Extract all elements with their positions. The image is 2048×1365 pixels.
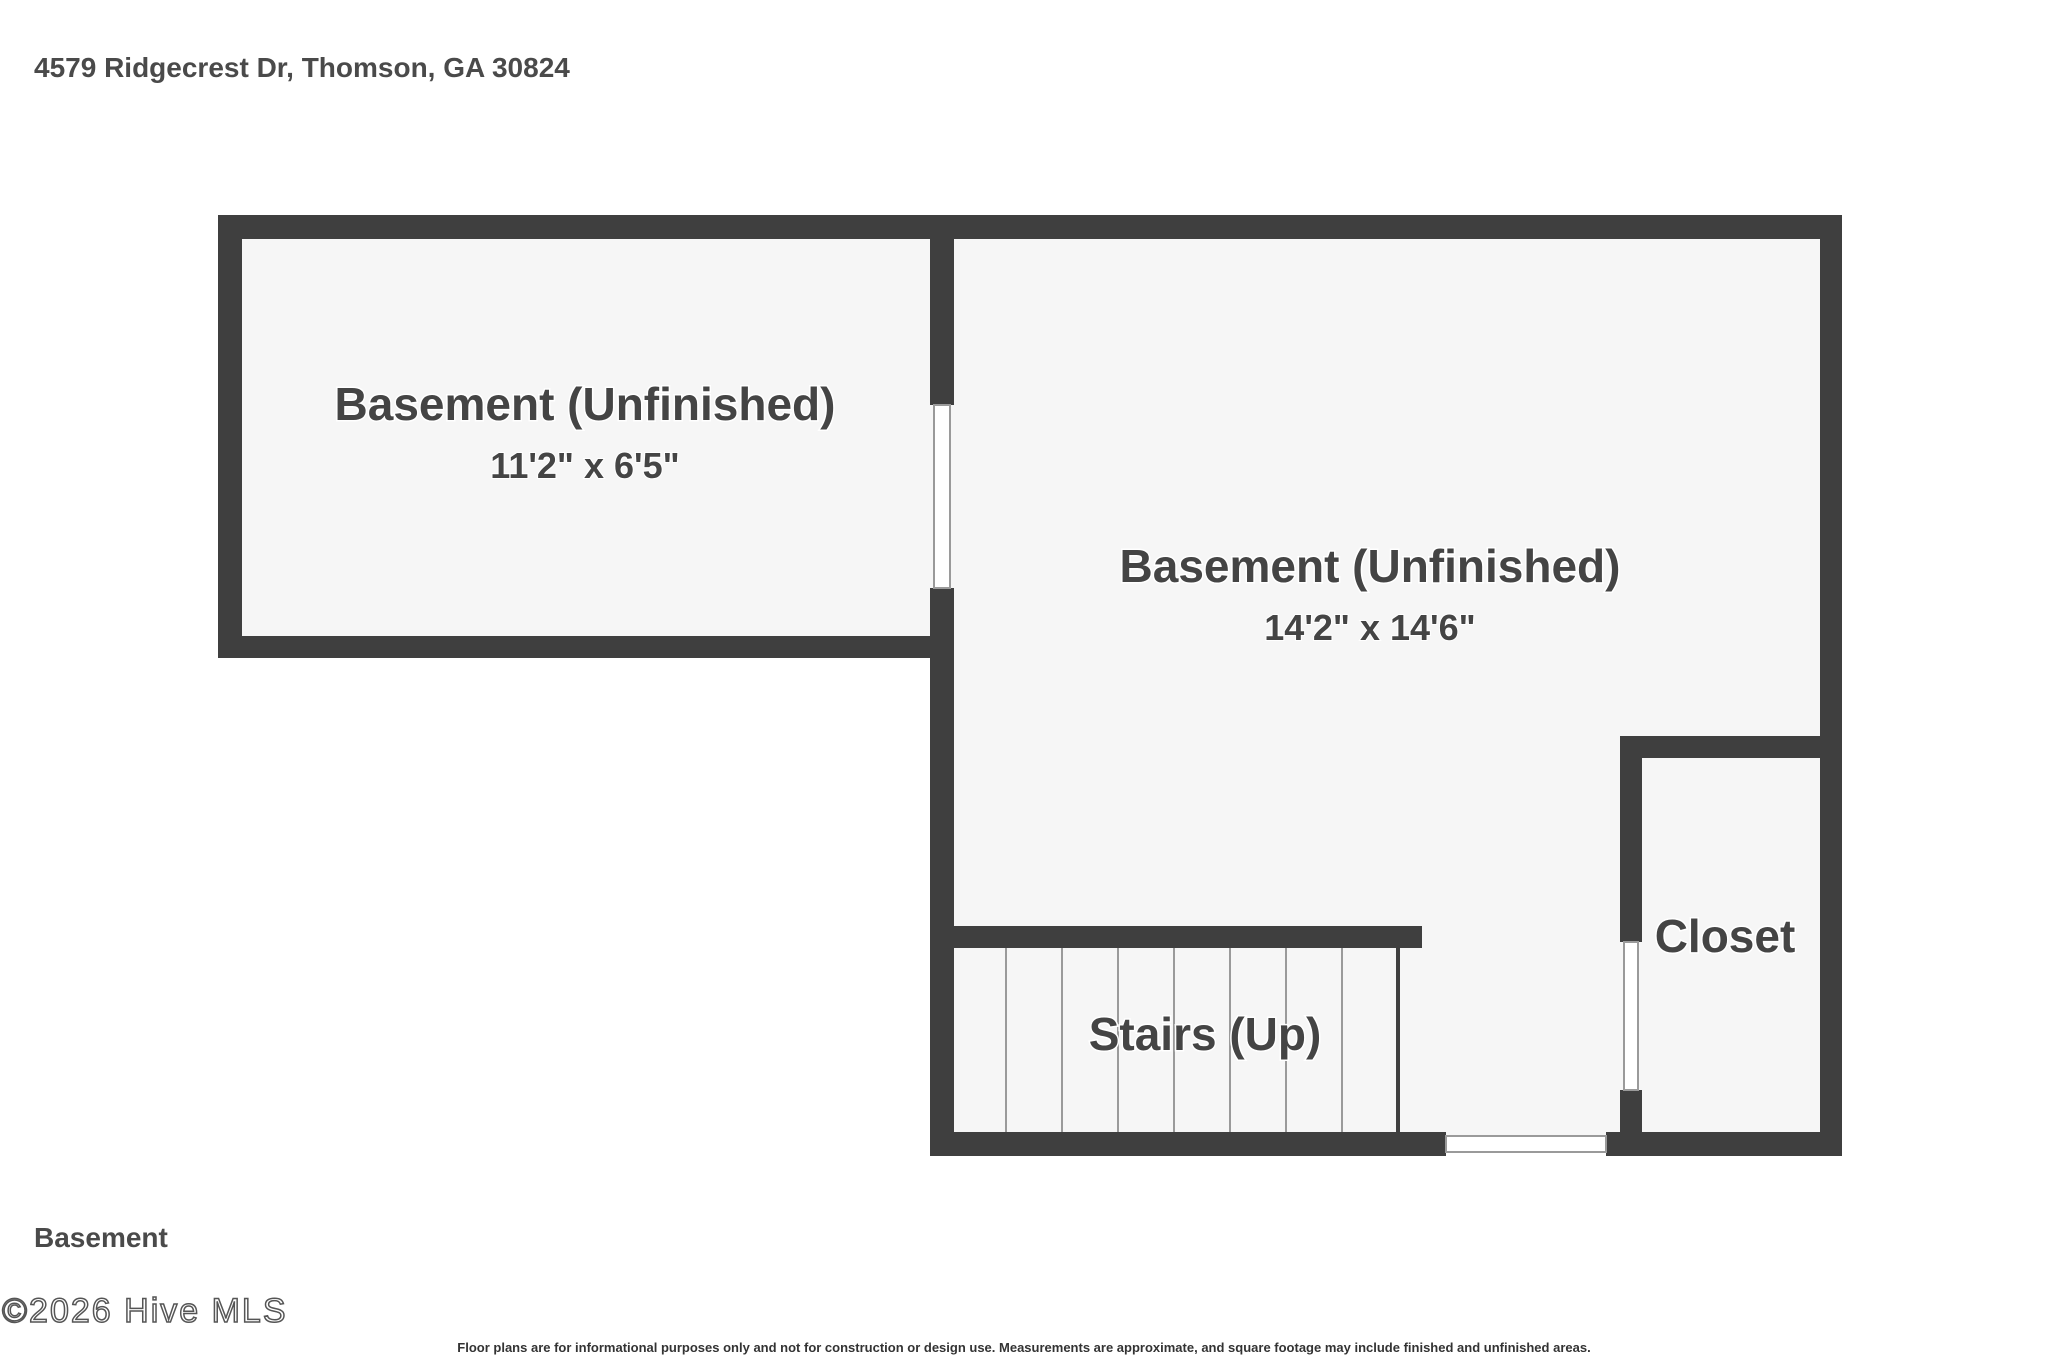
property-address: 4579 Ridgecrest Dr, Thomson, GA 30824 xyxy=(34,52,570,83)
room-name-stairs: Stairs (Up) xyxy=(1089,1008,1322,1060)
room-floor-basement-main xyxy=(942,228,1826,1144)
doorway-bottom xyxy=(1445,1135,1607,1153)
stair-treads xyxy=(1005,944,1343,1132)
room-dimensions-basement-main: 14'2" x 14'6" xyxy=(1264,607,1475,648)
floor-label: Basement xyxy=(34,1222,168,1253)
walls xyxy=(218,215,1842,1156)
door-openings xyxy=(933,404,1639,1153)
doorway-closet xyxy=(1623,941,1639,1091)
room-floor-basement-left xyxy=(228,228,942,648)
doorway-divider xyxy=(933,404,951,589)
room-name-basement-main: Basement (Unfinished) xyxy=(1120,540,1621,592)
mls-watermark: ©2026 Hive MLS xyxy=(1,1291,288,1331)
room-dimensions-basement-left: 11'2" x 6'5" xyxy=(490,445,679,486)
disclaimer-text: Floor plans are for informational purpos… xyxy=(457,1340,1591,1355)
room-name-basement-left: Basement (Unfinished) xyxy=(335,378,836,430)
room-name-closet: Closet xyxy=(1655,910,1796,962)
